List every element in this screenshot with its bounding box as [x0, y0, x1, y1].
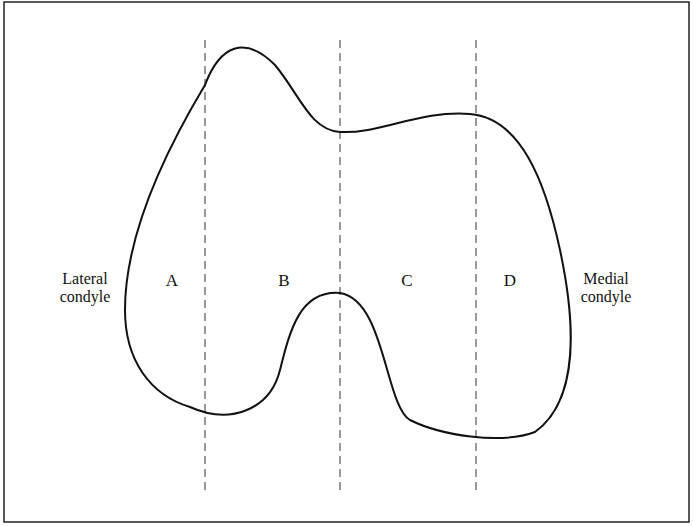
- divider-line: [205, 40, 206, 490]
- zone-letter: C: [401, 272, 412, 290]
- frame-border: [4, 2, 689, 522]
- region-label: Lateral condyle: [54, 270, 116, 306]
- divider-line: [476, 40, 477, 490]
- zone-letter: B: [278, 272, 289, 290]
- zone-dividers: [205, 40, 476, 490]
- zone-letter: D: [504, 272, 516, 290]
- femur-outline: [125, 48, 571, 438]
- divider-line: [340, 40, 341, 490]
- zone-letter: A: [166, 272, 178, 290]
- region-label: Medial condyle: [575, 270, 637, 306]
